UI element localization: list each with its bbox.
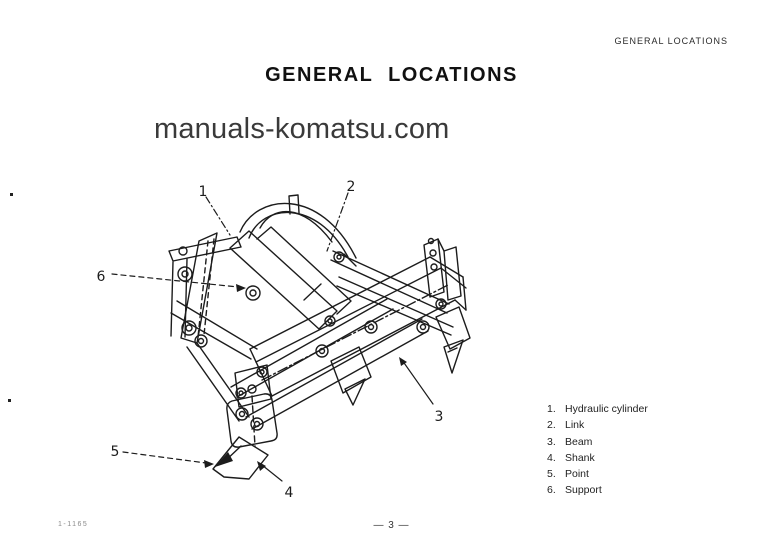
callout-5: 5 [111,444,120,460]
parts-legend: 1. Hydraulic cylinder 2. Link 3. Beam 4. Sha… [547,401,648,499]
right-bracket-shape [423,237,462,301]
legend-item-number: 1. [547,403,556,415]
shank-and-point-shape [212,364,278,480]
middle-tooth-shape [330,346,372,406]
callout-1: 1 [199,184,208,200]
legend-item: 1. Hydraulic cylinder [547,401,648,417]
legend-item-number: 5. [547,468,556,481]
legend-item: 6. Support [547,482,648,498]
hydraulic-cylinder-shape [229,226,352,330]
scan-artifact-dot [8,399,11,402]
right-tooth-shape [435,306,471,374]
legend-item: 3. Beam [547,434,648,450]
legend-item: 2. Link [547,417,648,433]
callout-2: 2 [347,179,356,195]
lower-arms-shape [186,298,430,431]
legend-item-label: Support [565,484,602,497]
legend-item-label: Point [565,468,589,481]
legend-item: 5. Point [547,466,648,482]
callout-3: 3 [435,409,444,425]
running-header: GENERAL LOCATIONS [614,36,728,46]
callout-leaders [111,192,434,482]
legend-item-number: 3. [547,435,556,448]
beam-shape [249,256,467,397]
callout-6: 6 [97,269,106,285]
legend-item-number: 4. [547,451,556,464]
legend-item-label: Link [565,419,585,432]
scan-artifact-dot [10,193,13,196]
legend-item-label: Hydraulic cylinder [565,403,648,415]
print-code: 1-1165 [58,521,89,528]
legend-item: 4. Shank [547,450,648,466]
legend-item-label: Shank [565,451,595,464]
support-frame-shape [168,232,261,360]
legend-item-number: 6. [547,484,556,497]
page-number: — 3 — [373,520,410,531]
legend-item-number: 2. [547,419,556,432]
callout-4: 4 [285,485,294,501]
watermark-text: manuals-komatsu.com [154,113,450,145]
hose-arcs [239,194,357,267]
legend-item-label: Beam [565,435,593,448]
page-title: GENERAL LOCATIONS [265,64,518,86]
